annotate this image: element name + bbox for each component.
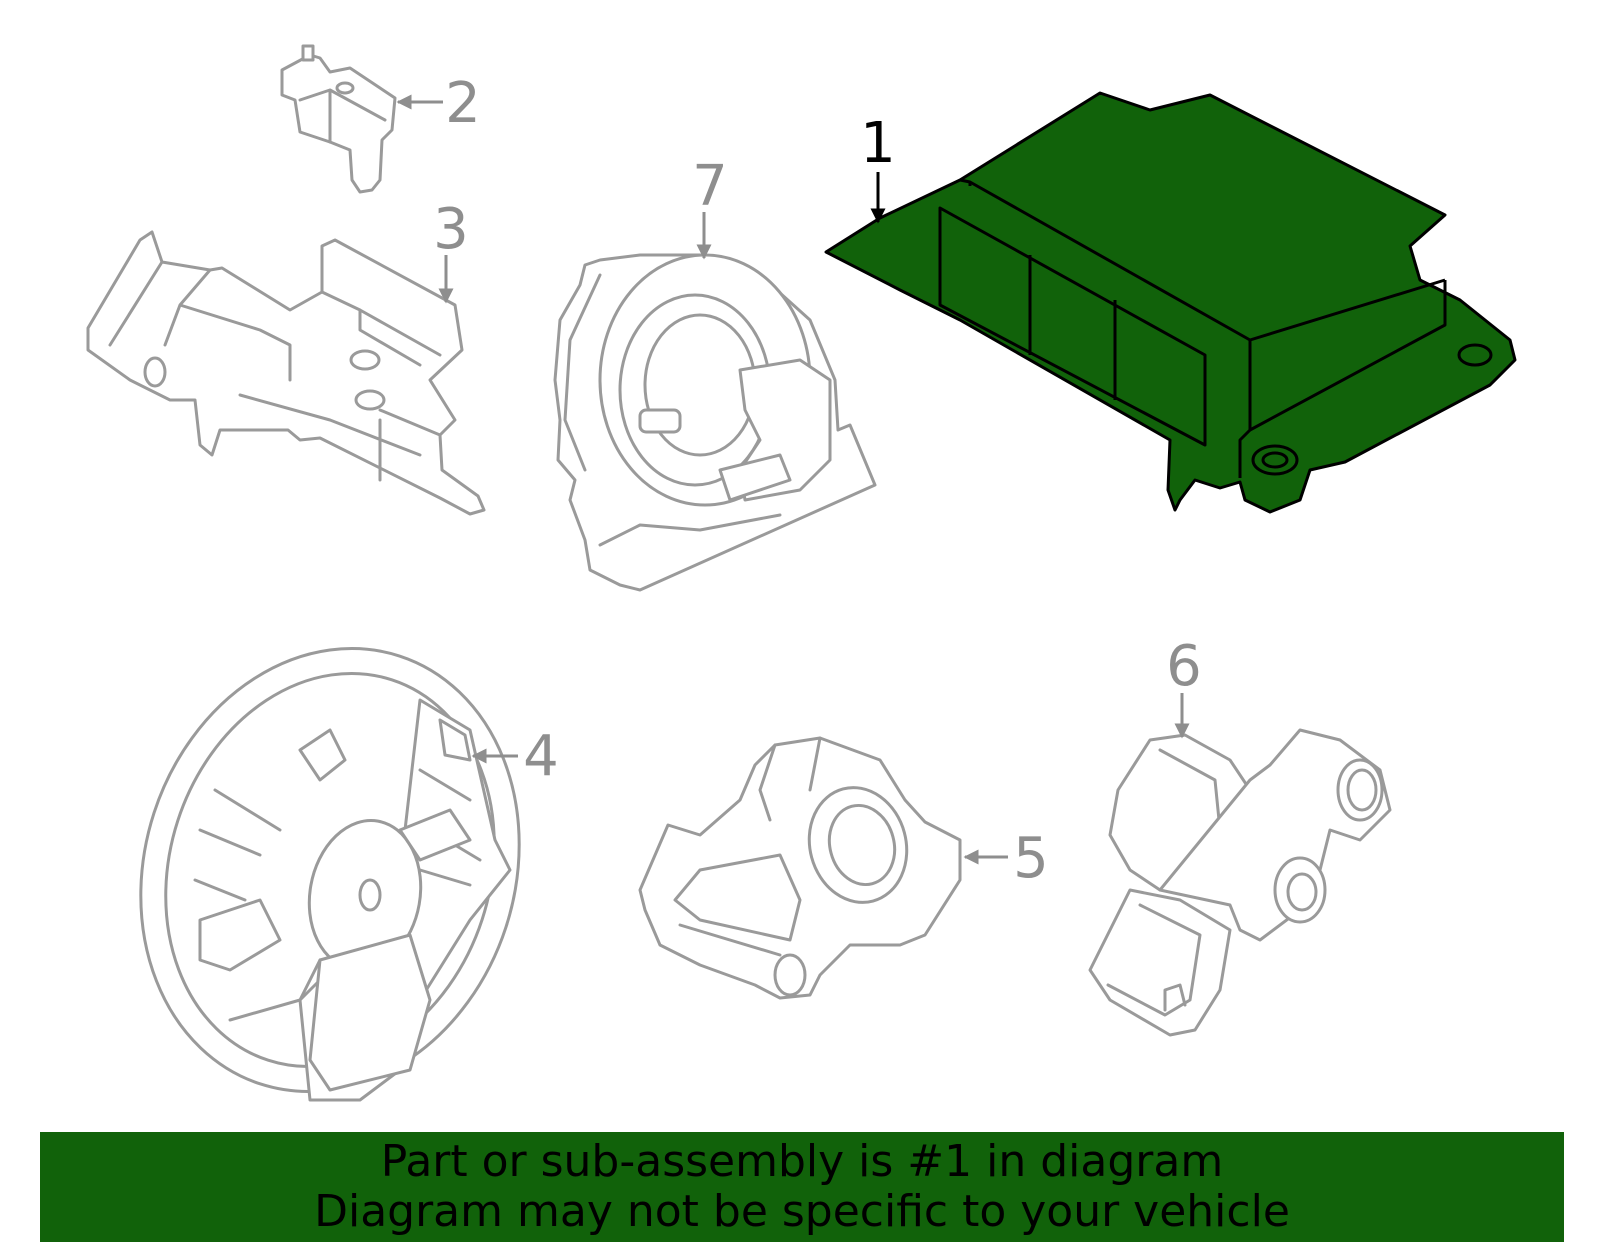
part-7-clock-spring[interactable] bbox=[553, 253, 877, 592]
callout-5: 5 bbox=[1013, 826, 1049, 891]
part-3-bracket[interactable] bbox=[86, 230, 486, 516]
callout-7: 7 bbox=[692, 154, 728, 219]
callout-1: 1 bbox=[860, 111, 896, 176]
part-6-side-sensor[interactable] bbox=[1088, 728, 1392, 1037]
callout-3: 3 bbox=[433, 197, 469, 262]
part-5-sensor[interactable] bbox=[638, 736, 962, 1000]
callout-2: 2 bbox=[445, 71, 481, 136]
info-banner: Part or sub-assembly is #1 in diagram Di… bbox=[40, 1132, 1564, 1242]
callout-4: 4 bbox=[523, 724, 559, 789]
banner-line-2: Diagram may not be specific to your vehi… bbox=[314, 1186, 1290, 1237]
part-1-control-module[interactable] bbox=[824, 91, 1517, 514]
part-2-sensor[interactable] bbox=[280, 44, 397, 194]
part-4-assembly[interactable] bbox=[85, 599, 576, 1141]
banner-line-1: Part or sub-assembly is #1 in diagram bbox=[380, 1136, 1224, 1187]
callout-6: 6 bbox=[1166, 634, 1202, 699]
